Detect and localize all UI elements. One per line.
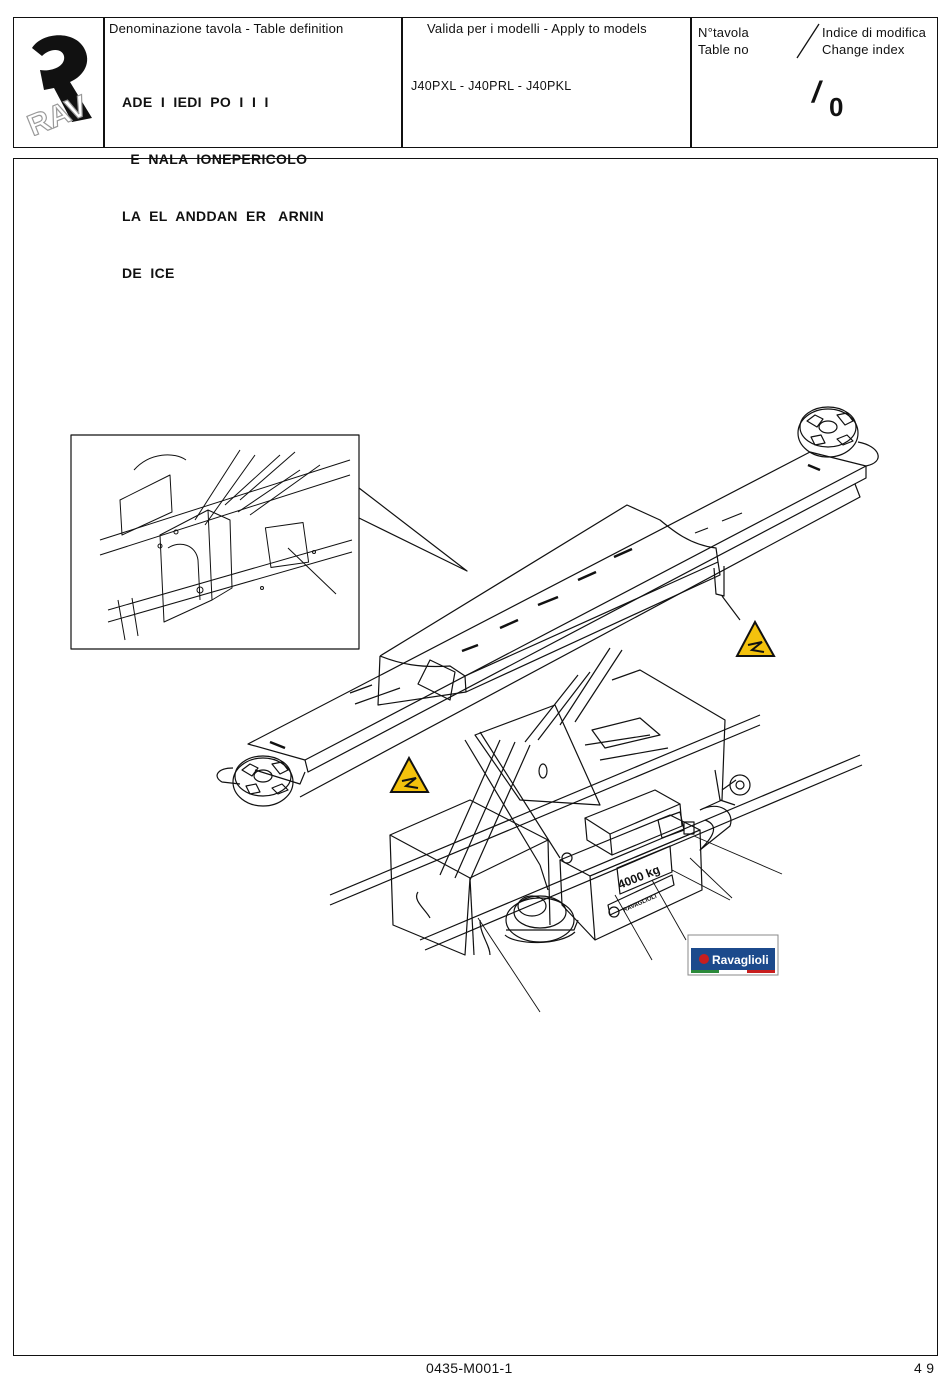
slash-divider xyxy=(796,23,820,59)
drawing-frame xyxy=(13,158,938,1356)
upper-arm-beam xyxy=(247,451,867,798)
crush-warning-icon-left xyxy=(389,755,430,793)
title-line-3: LA EL ANDDAN ER ARNIN xyxy=(122,208,324,224)
header-divider-1 xyxy=(103,17,105,148)
title-line-1: ADE I IEDI PO I I I xyxy=(122,94,269,110)
header-divider-2 xyxy=(401,17,403,148)
crush-warning-icon-right xyxy=(735,619,776,657)
pump-box xyxy=(539,774,751,941)
table-title: ADE I IEDI PO I I I E NALA IONEPERICOLO … xyxy=(122,55,324,302)
title-line-2: E NALA IONEPERICOLO xyxy=(122,151,308,167)
round-foot xyxy=(504,895,579,944)
document-code: 0435-M001-1 xyxy=(426,1360,513,1376)
header-frame xyxy=(13,17,938,148)
left-rubber-pad xyxy=(216,755,294,807)
models-label: Valida per i modelli - Apply to models xyxy=(427,21,647,36)
change-index-label-en: Change index xyxy=(822,42,905,57)
change-index-label-it: Indice di modifica xyxy=(822,25,927,40)
ravaglioli-label: Ravaglioli xyxy=(687,934,779,976)
table-no-value: / xyxy=(812,76,821,109)
rav-logo: RAV xyxy=(22,30,100,143)
brand-plate-text: RAVAGLIOLI xyxy=(622,894,658,914)
right-rubber-pad xyxy=(797,406,879,467)
base-frame xyxy=(329,669,863,956)
table-no-label-it: N°tavola xyxy=(698,25,749,40)
detail-inset-frame xyxy=(70,434,360,650)
models-value: J40PXL - J40PRL - J40PKL xyxy=(411,79,572,93)
capacity-plate xyxy=(616,845,673,895)
scissor-mechanism xyxy=(439,647,623,881)
title-line-4: DE ICE xyxy=(122,265,175,281)
table-no-label-en: Table no xyxy=(698,42,749,57)
leader-lines xyxy=(477,835,783,1013)
table-definition-label: Denominazione tavola - Table definition xyxy=(109,21,344,36)
detail-callout-wedge xyxy=(358,487,468,572)
ravaglioli-label-text: Ravaglioli xyxy=(712,953,769,967)
page-number: 4 9 xyxy=(914,1360,935,1376)
header-divider-3 xyxy=(690,17,692,148)
detail-inset-content xyxy=(99,449,353,641)
change-index-value: 0 xyxy=(829,92,844,122)
